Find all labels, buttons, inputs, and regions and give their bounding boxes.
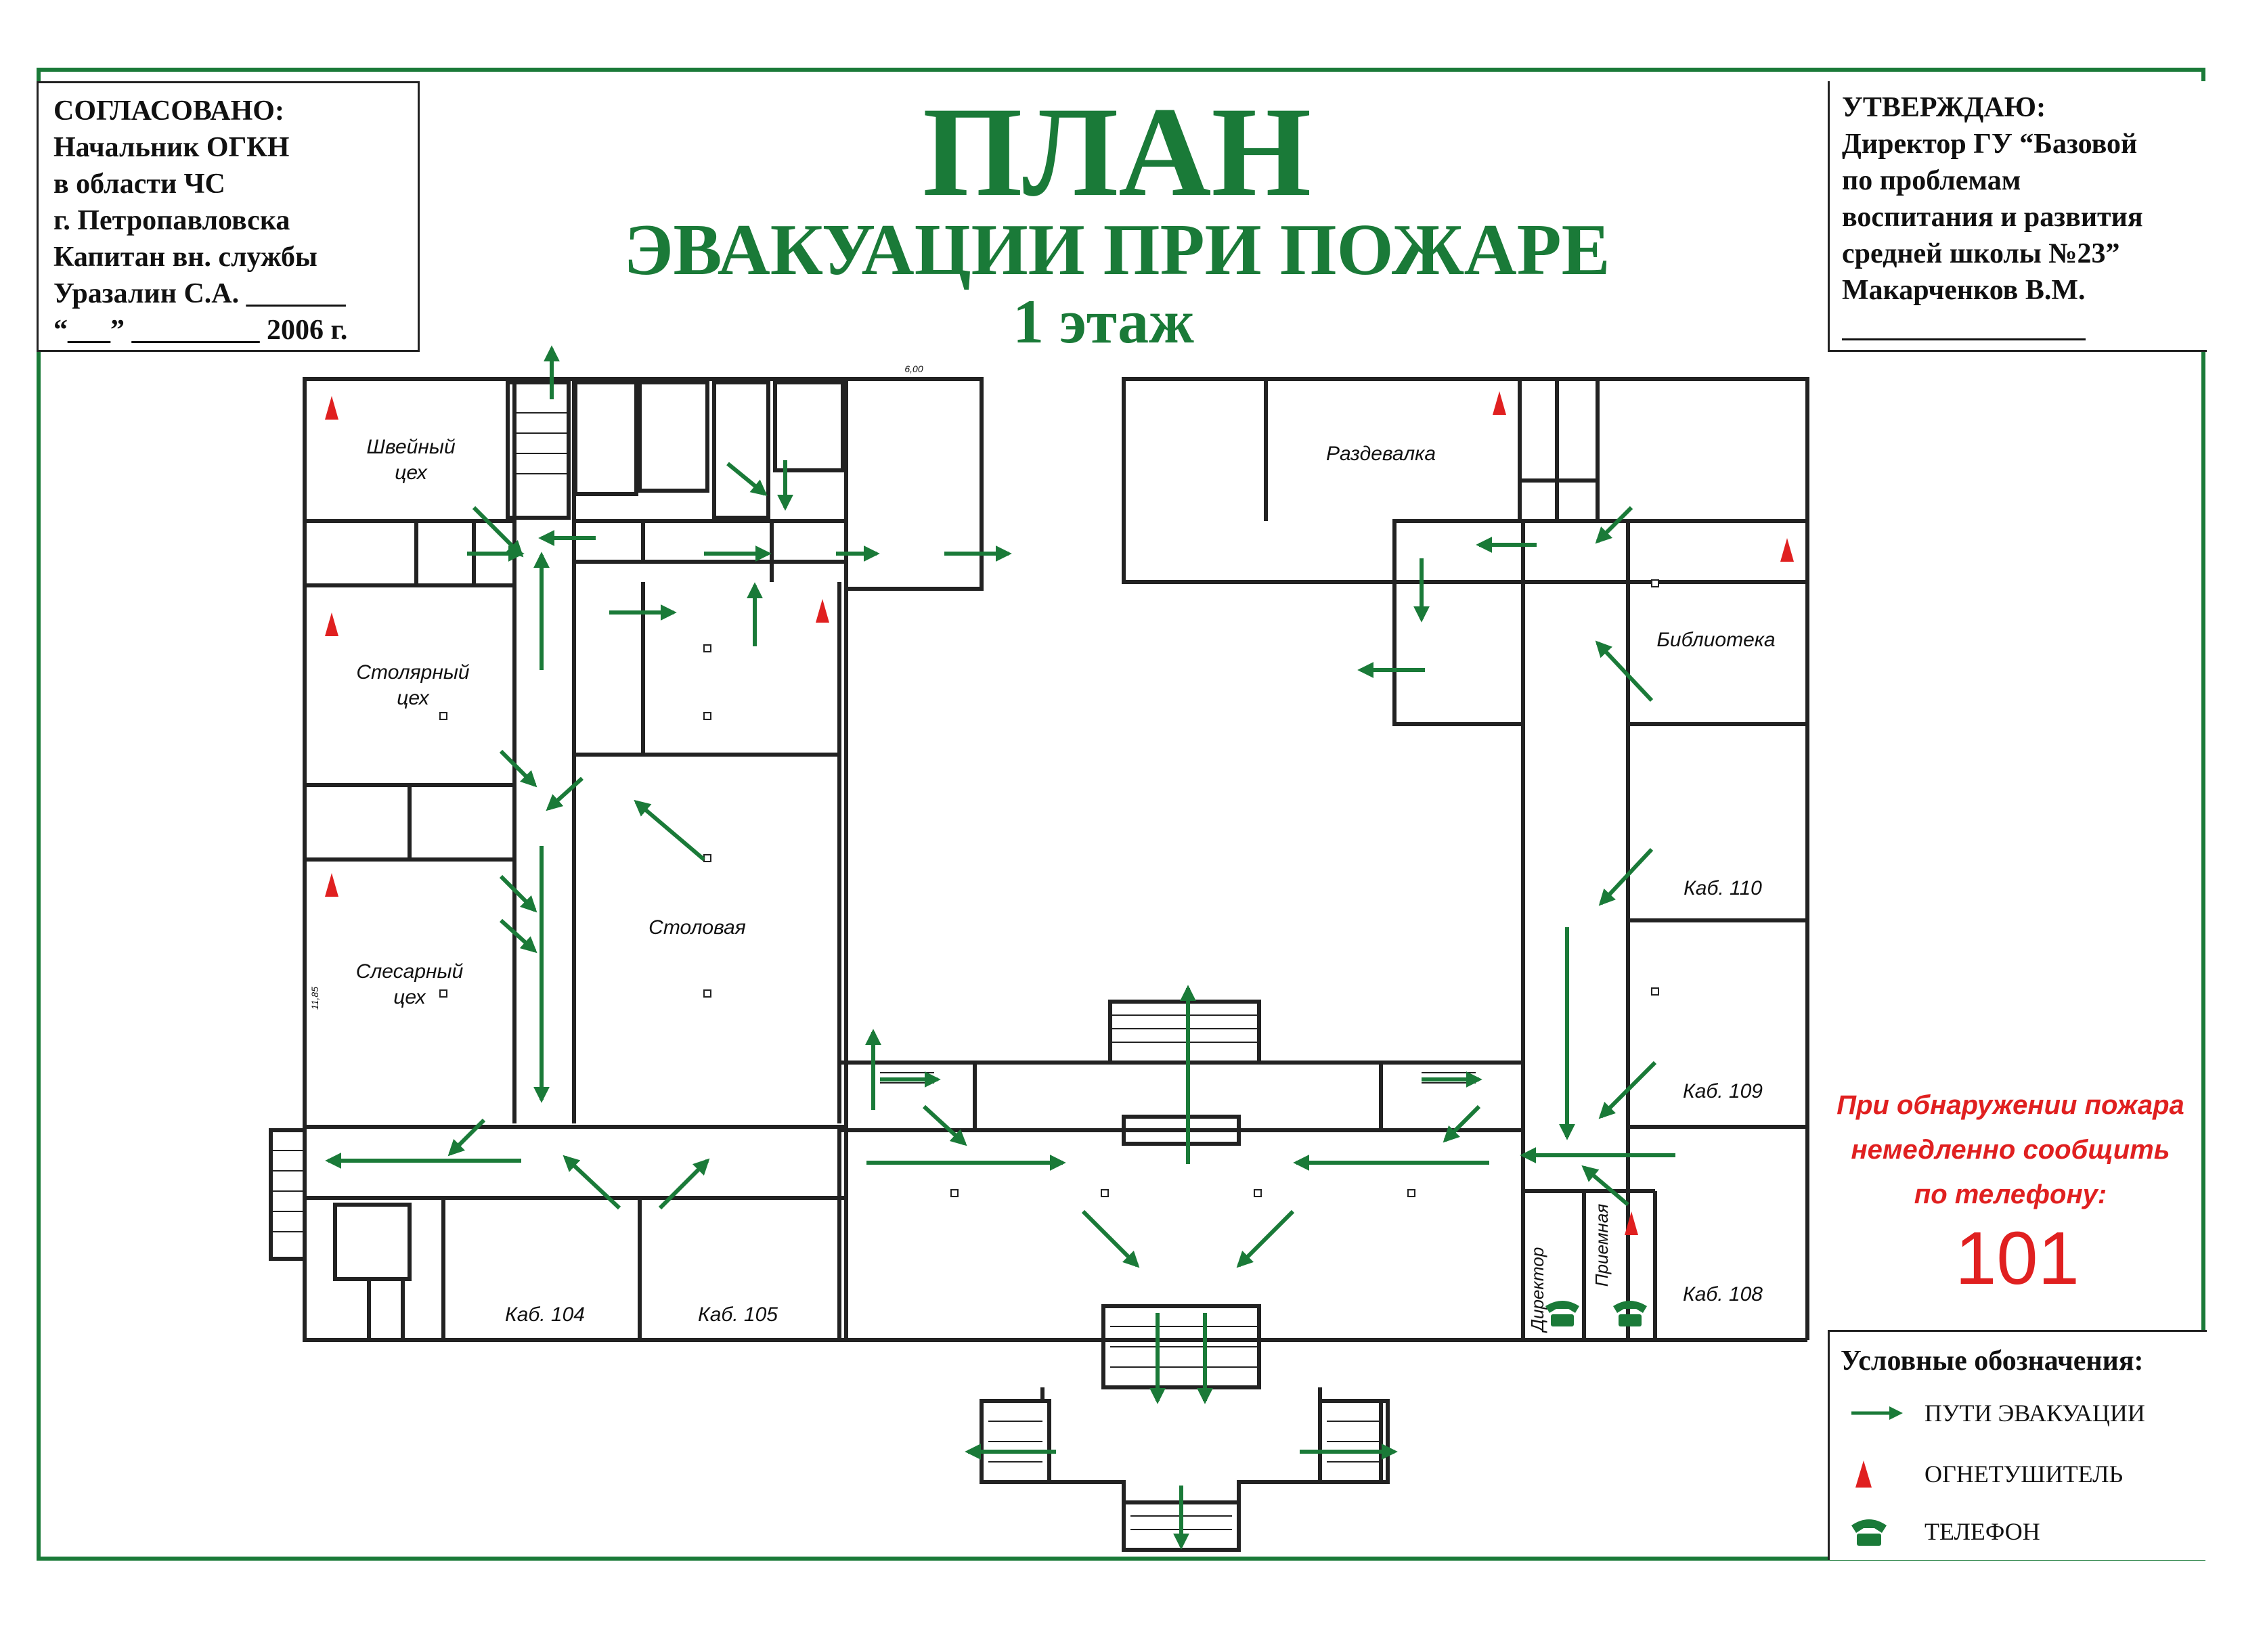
extinguishers bbox=[325, 391, 1794, 1235]
legend-label: ОГНЕТУШИТЕЛЬ bbox=[1925, 1460, 2124, 1488]
evacuation-arrow-icon bbox=[1081, 1209, 1140, 1268]
dimension-left: 11,85 bbox=[309, 987, 320, 1010]
dimension-top: 6,00 bbox=[904, 363, 923, 374]
extinguisher-icon bbox=[325, 873, 338, 897]
room-label-carpentry: Столярный bbox=[356, 661, 470, 684]
evacuation-arrow-icon bbox=[1581, 1165, 1629, 1207]
telephone-icon bbox=[1613, 1301, 1647, 1326]
approved-line: Директор ГУ “Базовой bbox=[1842, 129, 2138, 160]
evacuation-arrow-icon bbox=[1595, 640, 1654, 702]
fire-warning: При обнаружении пожара немедленно сообщи… bbox=[1814, 1083, 2207, 1217]
signature-line bbox=[1842, 309, 2086, 340]
agreed-block: СОГЛАСОВАНО: Начальник ОГКН в области ЧС… bbox=[37, 81, 420, 352]
room-label-locksmith: цех bbox=[393, 986, 426, 1008]
legend-item-telephone: ТЕЛЕФОН bbox=[1850, 1511, 2040, 1552]
legend-item-evacuation: ПУТИ ЭВАКУАЦИИ bbox=[1850, 1393, 2145, 1433]
agreed-line: в области ЧС bbox=[53, 169, 225, 200]
evacuation-arrow-icon bbox=[499, 749, 537, 788]
agreed-line: “___” _________ 2006 г. bbox=[53, 315, 348, 346]
plan-frame bbox=[37, 68, 2205, 1561]
evacuation-arrow-icon bbox=[546, 776, 584, 811]
approved-line: средней школы №23” bbox=[1842, 238, 2120, 269]
room-label-kab104: Каб. 104 bbox=[505, 1303, 585, 1326]
agreed-line: Капитан вн. службы bbox=[53, 242, 317, 273]
agreed-heading: СОГЛАСОВАНО: bbox=[53, 95, 284, 127]
telephone-icon bbox=[1850, 1515, 1925, 1548]
floor-label: 1 этаж bbox=[1013, 287, 1194, 356]
columns bbox=[439, 579, 1659, 1197]
warning-line: При обнаружении пожара bbox=[1837, 1090, 2184, 1120]
evacuation-arrow-icon bbox=[499, 918, 537, 954]
legend-label: ТЕЛЕФОН bbox=[1925, 1518, 2040, 1545]
room-label-library: Библиотека bbox=[1656, 629, 1775, 651]
evacuation-arrow-icon bbox=[499, 874, 537, 913]
evacuation-arrow-icon bbox=[1850, 1396, 1925, 1430]
warning-line: немедленно сообщить bbox=[1851, 1135, 2170, 1165]
approved-block: УТВЕРЖДАЮ: Директор ГУ “Базовой по пробл… bbox=[1828, 81, 2207, 352]
warning-line: по телефону: bbox=[1914, 1180, 2107, 1209]
room-label-kab105: Каб. 105 bbox=[698, 1303, 778, 1326]
room-label-cloakroom: Раздевалка bbox=[1326, 443, 1436, 465]
room-label-director: Директор bbox=[1527, 1247, 1547, 1334]
evacuation-arrow-icon bbox=[1443, 1104, 1481, 1143]
evacuation-arrow-icon bbox=[447, 1118, 486, 1157]
extinguisher-icon bbox=[325, 396, 338, 420]
room-label-kab109: Каб. 109 bbox=[1683, 1080, 1763, 1102]
approved-line: по проблемам bbox=[1842, 165, 2021, 196]
page-title: ПЛАН bbox=[922, 81, 1312, 223]
evacuation-arrow-icon bbox=[922, 1104, 967, 1146]
telephone-icon bbox=[1545, 1301, 1579, 1326]
legend-title: Условные обозначения: bbox=[1841, 1345, 2144, 1377]
room-label-locksmith: Слесарный bbox=[356, 960, 464, 983]
extinguisher-icon bbox=[325, 612, 338, 636]
extinguisher-icon bbox=[1493, 391, 1506, 415]
approved-line: воспитания и развития bbox=[1842, 202, 2143, 233]
legend-label: ПУТИ ЭВАКУАЦИИ bbox=[1925, 1400, 2145, 1427]
evacuation-arrow-icon bbox=[658, 1158, 710, 1210]
agreed-line: Начальник ОГКН bbox=[53, 132, 290, 163]
extinguisher-icon bbox=[1780, 538, 1794, 562]
room-label-kab110: Каб. 110 bbox=[1684, 877, 1762, 899]
room-label-sewing: цех bbox=[395, 462, 428, 484]
room-label-sewing: Швейный bbox=[366, 436, 456, 458]
evacuation-arrow-icon bbox=[1236, 1209, 1295, 1268]
room-label-kab108: Каб. 108 bbox=[1683, 1283, 1763, 1305]
stairs bbox=[271, 412, 1476, 1530]
page-subtitle: ЭВАКУАЦИИ ПРИ ПОЖАРЕ bbox=[623, 210, 1610, 290]
evacuation-arrow-icon bbox=[563, 1155, 621, 1210]
approved-line: Макарченков В.М. bbox=[1842, 275, 2086, 306]
evacuation-arrow-icon bbox=[1598, 1061, 1657, 1119]
evacuation-arrow-icon bbox=[1595, 506, 1633, 544]
room-label-carpentry: цех bbox=[397, 687, 430, 709]
evacuation-arrow-icon bbox=[1598, 847, 1654, 906]
phone-number: 101 bbox=[1955, 1217, 2080, 1300]
evacuation-arrow-icon bbox=[726, 462, 768, 497]
legend: Условные обозначения: ПУТИ ЭВАКУАЦИИ ОГН… bbox=[1828, 1330, 2207, 1560]
approved-heading: УТВЕРЖДАЮ: bbox=[1842, 92, 2046, 123]
extinguisher-icon bbox=[1625, 1211, 1638, 1235]
agreed-line: Уразалин С.А. _______ bbox=[53, 278, 346, 309]
legend-item-extinguisher: ОГНЕТУШИТЕЛЬ bbox=[1850, 1454, 2123, 1494]
agreed-line: г. Петропавловска bbox=[53, 205, 290, 236]
room-label-reception: Приемная bbox=[1591, 1204, 1612, 1287]
room-label-canteen: Столовая bbox=[648, 916, 746, 939]
walls bbox=[269, 377, 1809, 1552]
extinguisher-icon bbox=[1850, 1457, 1925, 1491]
evacuation-routes bbox=[325, 345, 1675, 1550]
evacuation-arrow-icon bbox=[634, 799, 705, 862]
extinguisher-icon bbox=[816, 599, 829, 623]
telephones bbox=[1545, 1301, 1647, 1326]
